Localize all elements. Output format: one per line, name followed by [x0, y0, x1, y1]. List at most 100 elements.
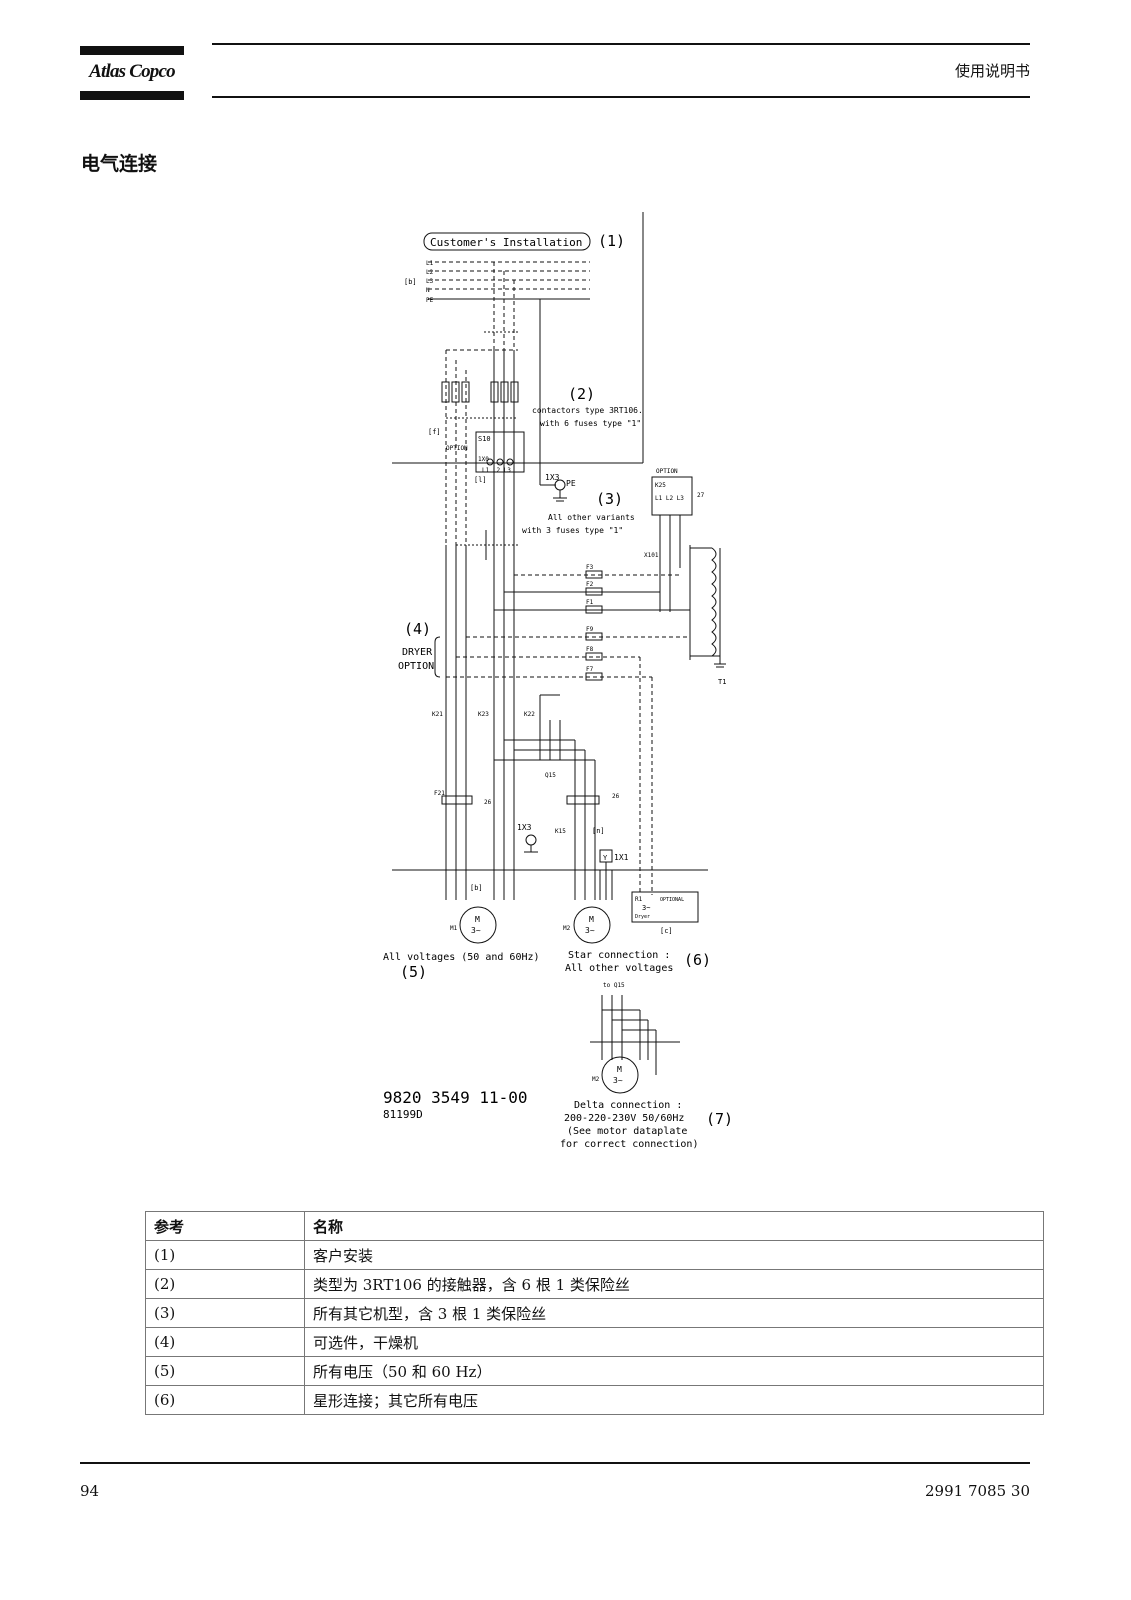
star-connection-1: Star connection :	[568, 950, 670, 961]
legend-ref: (2)	[145, 1269, 305, 1299]
fuse-f2: F2	[586, 581, 594, 588]
x3-label: 1X3	[545, 473, 560, 482]
q15-label: Q15	[545, 772, 556, 779]
fuse-f8: F8	[586, 646, 594, 653]
motor-m2-delta-symbol: M	[617, 1065, 622, 1074]
delta-connection-3: (See motor dataplate	[567, 1126, 687, 1137]
legend-ref: (1)	[145, 1240, 305, 1270]
customer-installation-label: Customer's Installation	[430, 236, 582, 249]
contactors-text-2: with 6 fuses type "1"	[540, 419, 641, 428]
all-voltages-label: All voltages (50 and 60Hz)	[383, 952, 540, 963]
legend-header-name: 名称	[304, 1211, 1044, 1241]
legend-name: 可选件，干燥机	[304, 1327, 1044, 1357]
line-l1: L1	[426, 260, 434, 267]
contactor-k21: K21	[432, 711, 443, 718]
variants-text-1: All other variants	[548, 513, 635, 522]
variants-text-2: with 3 fuses type "1"	[522, 526, 623, 535]
legend-name: 类型为 3RT106 的接触器，含 6 根 1 类保险丝	[304, 1269, 1044, 1299]
x3-motor-label: 1X3	[517, 823, 532, 832]
l123-label: L1 L2 L3	[482, 467, 511, 474]
b-label: [b]	[404, 278, 417, 286]
x0-label: 1X0	[478, 456, 489, 463]
atlas-copco-logo: Atlas Copco	[80, 46, 184, 100]
callout-6: (6)	[684, 951, 711, 969]
ref-27: 27	[697, 492, 705, 499]
callout-3: (3)	[596, 490, 623, 508]
legend-header-ref: 参考	[145, 1211, 305, 1241]
fuse-f3: F3	[586, 564, 594, 571]
legend-row: (6) 星形连接；其它所有电压	[145, 1385, 1044, 1415]
callout-2: (2)	[568, 385, 595, 403]
s10-label: S10	[478, 435, 491, 443]
legend-name: 客户安装	[304, 1240, 1044, 1270]
motor-m1-label: M1	[450, 925, 458, 932]
ref-26-q15: 26	[612, 793, 620, 800]
header-rule-bottom	[212, 96, 1030, 98]
motor-m1-phase: 3~	[471, 926, 481, 935]
f-label: [f]	[428, 428, 441, 436]
motor-m2-label: M2	[563, 925, 571, 932]
line-pe: PE	[426, 297, 434, 304]
contactor-k23: K23	[478, 711, 489, 718]
dryer-label: DRYER	[402, 647, 433, 658]
callout-4: (4)	[404, 620, 431, 638]
y-label: Y	[603, 854, 608, 862]
dryer-option-label: OPTION	[398, 661, 434, 672]
delta-connection-1: Delta connection :	[574, 1100, 682, 1111]
document-number: 2991 7085 30	[925, 1482, 1030, 1500]
legend-row: (3) 所有其它机型，含 3 根 1 类保险丝	[145, 1298, 1044, 1328]
fuse-f1: F1	[586, 599, 594, 606]
legend-table: 参考 名称 (1) 客户安装 (2) 类型为 3RT106 的接触器，含 6 根…	[145, 1211, 1044, 1415]
drawing-code: 81199D	[383, 1108, 423, 1121]
header-rule-top	[212, 43, 1030, 45]
pe-label: PE	[566, 479, 576, 488]
dryer-box-optional: OPTIONAL	[660, 897, 684, 903]
option-box-title: OPTION	[656, 468, 678, 475]
x101-label: X101	[644, 552, 659, 559]
legend-name: 所有其它机型，含 3 根 1 类保险丝	[304, 1298, 1044, 1328]
legend-ref: (3)	[145, 1298, 305, 1328]
legend-ref: (5)	[145, 1356, 305, 1386]
callout-5: (5)	[400, 963, 427, 981]
legend-row: (2) 类型为 3RT106 的接触器，含 6 根 1 类保险丝	[145, 1269, 1044, 1299]
transformer-label: T1	[718, 678, 726, 686]
star-connection-2: All other voltages	[565, 963, 673, 974]
logo-bar-top	[80, 46, 184, 55]
option-label: OPTION	[446, 445, 468, 452]
logo-bar-bottom	[80, 91, 184, 100]
wiring-diagram: Customer's Installation (1) L1 L2 [b] L3…	[383, 212, 733, 1150]
option-box-lines: L1 L2 L3	[655, 495, 684, 502]
motor-m1-symbol: M	[475, 915, 480, 924]
legend-row: (4) 可选件，干燥机	[145, 1327, 1044, 1357]
page-number: 94	[80, 1482, 100, 1500]
ref-26: 26	[484, 799, 492, 806]
line-l2: L2	[426, 269, 434, 276]
dryer-box-c: [c]	[660, 927, 673, 935]
logo-text: Atlas Copco	[89, 61, 175, 82]
n-label: [n]	[592, 827, 605, 835]
contactors-text-1: contactors type 3RT106.	[532, 406, 643, 415]
motor-m2-symbol: M	[589, 915, 594, 924]
x1-label: 1X1	[614, 853, 629, 862]
line-n: N	[426, 287, 430, 294]
legend-ref: (6)	[145, 1385, 305, 1415]
k15-label: K15	[555, 828, 566, 835]
motor-m2-delta-label: M2	[592, 1076, 600, 1083]
legend-name: 所有电压（50 和 60 Hz）	[304, 1356, 1044, 1386]
dryer-box-r1: R1	[635, 896, 643, 903]
callout-1: (1)	[598, 232, 625, 250]
footer-rule	[80, 1462, 1030, 1464]
drawing-number: 9820 3549 11-00	[383, 1088, 528, 1107]
delta-connection-2: 200-220-230V 50/60Hz	[564, 1113, 684, 1124]
to-q15-label: to Q15	[603, 982, 625, 989]
k25-label: K25	[655, 482, 666, 489]
fuse-f7: F7	[586, 666, 594, 673]
fuse-f9: F9	[586, 626, 594, 633]
callout-7: (7)	[706, 1110, 733, 1128]
motor-m2-delta-phase: 3~	[613, 1076, 623, 1085]
line-l3: L3	[426, 278, 434, 285]
f21-label: F21	[434, 790, 445, 797]
legend-row: (1) 客户安装	[145, 1240, 1044, 1270]
section-title: 电气连接	[81, 153, 158, 175]
legend-row: (5) 所有电压（50 和 60 Hz）	[145, 1356, 1044, 1386]
